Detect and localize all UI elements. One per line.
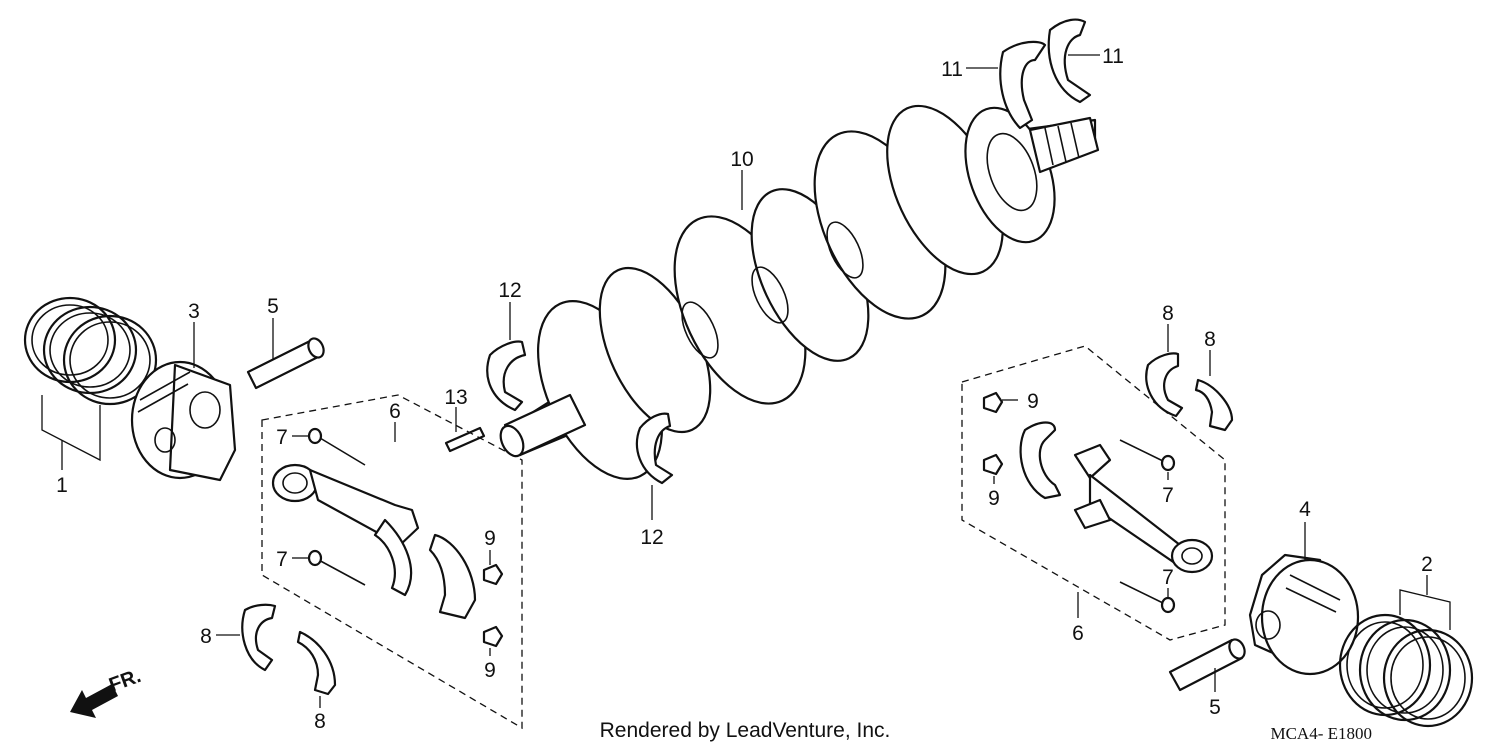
callout-3: 3: [188, 300, 200, 323]
callout-8-left-b: 8: [314, 710, 326, 733]
callout-12-bottom: 12: [640, 526, 663, 549]
callout-10: 10: [730, 148, 753, 171]
callout-9-right-top: 9: [1027, 390, 1039, 413]
crankshaft: [499, 104, 1100, 480]
callout-7-left-bottom: 7: [276, 548, 288, 571]
callout-2: 2: [1421, 553, 1433, 576]
callout-9-left-top: 9: [484, 527, 496, 550]
thrust-washer-left: [999, 40, 1047, 130]
callout-8-right-a: 8: [1162, 302, 1174, 325]
rod-bearing-right-a: [1145, 352, 1184, 418]
piston-pin-left: [246, 337, 325, 390]
thrust-washer-right: [1047, 18, 1092, 104]
callout-4: 4: [1299, 498, 1311, 521]
main-bearing-upper: [486, 340, 527, 412]
rod-bearing-left-a: [241, 603, 277, 672]
bearing-cap-left: [428, 533, 477, 620]
callout-5-right: 5: [1209, 696, 1221, 719]
conrod-nuts-left: [482, 563, 504, 648]
callout-6-left: 6: [389, 400, 401, 423]
callout-9-right-bottom: 9: [988, 487, 1000, 510]
rod-bearing-right-b: [1194, 378, 1234, 432]
piston-rings-right: [1338, 613, 1474, 728]
connecting-rod-left: [271, 463, 420, 597]
connecting-rod-right: [1073, 443, 1214, 574]
bearing-cap-right: [1019, 421, 1062, 500]
direction-label: FR.: [106, 665, 144, 697]
conrod-bolts-left: [307, 427, 366, 586]
piston-pin-right: [1168, 638, 1246, 692]
front-direction-arrow: FR.: [70, 665, 144, 718]
callout-5-left: 5: [267, 295, 279, 318]
piston-rings-left: [23, 296, 158, 406]
callout-13: 13: [444, 386, 467, 409]
piston-left: [130, 360, 237, 482]
callout-11-right: 11: [1102, 45, 1124, 68]
callout-7-right-bottom: 7: [1162, 566, 1174, 589]
callout-8-left-a: 8: [200, 625, 212, 648]
callout-7-right-top: 7: [1162, 484, 1174, 507]
callout-6-right: 6: [1072, 622, 1084, 645]
conrod-bolts-right: [1119, 439, 1176, 614]
callout-9-left-bottom: 9: [484, 659, 496, 682]
callout-7-left-top: 7: [276, 426, 288, 449]
callout-12-top: 12: [498, 279, 521, 302]
piston-right: [1248, 553, 1360, 676]
callout-1: 1: [56, 474, 68, 497]
callout-8-right-b: 8: [1204, 328, 1216, 351]
conrod-nuts-right: [982, 391, 1004, 476]
credit-text: Rendered by LeadVenture, Inc.: [600, 719, 891, 742]
callout-11-left: 11: [941, 58, 963, 81]
dowel-pin: [444, 426, 486, 453]
rod-bearing-left-b: [296, 630, 337, 696]
diagram-code: MCA4- E1800: [1270, 724, 1372, 743]
main-bearing-lower: [635, 412, 674, 485]
